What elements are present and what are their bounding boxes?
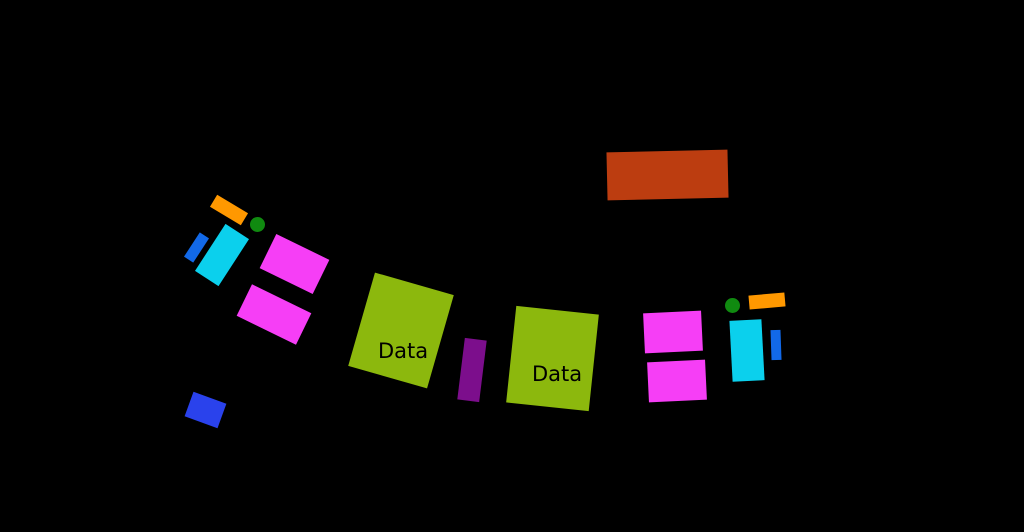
building-magenta-west-2	[236, 284, 312, 345]
building-blue-south	[184, 391, 227, 429]
building-magenta-west-1	[259, 233, 330, 295]
building-rust	[606, 149, 729, 201]
label-line: Data	[532, 362, 583, 386]
tank-green-west	[250, 217, 265, 232]
label-line: halls	[532, 428, 581, 452]
label-line: Data	[378, 339, 429, 363]
building-orange-east	[748, 292, 786, 310]
label-line: 3 & 4	[532, 494, 589, 518]
building-orange-west	[209, 194, 249, 226]
building-cyan-east	[729, 319, 765, 382]
building-purple	[457, 337, 487, 403]
data-halls-3-4-label: Data halls 3 & 4	[532, 319, 588, 532]
tank-green-east	[725, 298, 740, 313]
building-cyan-west	[195, 223, 249, 287]
building-blue-east	[770, 329, 782, 361]
label-line: 1 & 2	[378, 471, 435, 495]
data-halls-1-2-label: Data halls 1 & 2	[378, 296, 434, 532]
label-line: halls	[378, 405, 427, 429]
building-magenta-east-1	[643, 310, 703, 354]
building-magenta-east-2	[647, 359, 707, 403]
